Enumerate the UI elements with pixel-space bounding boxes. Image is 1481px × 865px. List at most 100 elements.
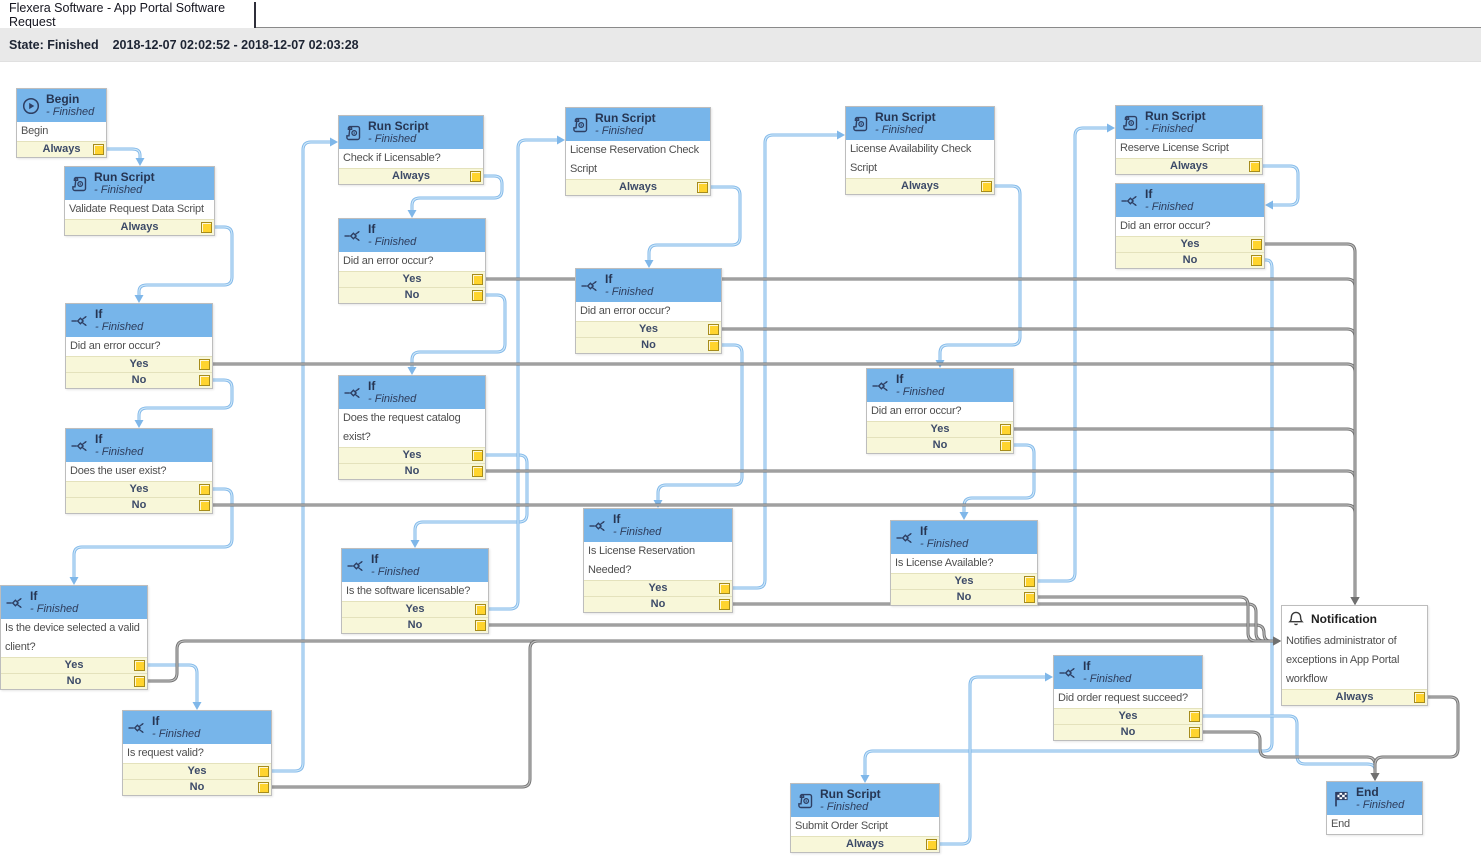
row-no[interactable]: No <box>1116 252 1264 268</box>
output-port[interactable] <box>719 583 730 594</box>
output-port[interactable] <box>472 274 483 285</box>
row-yes[interactable]: Yes <box>1054 708 1202 724</box>
output-port[interactable] <box>719 599 730 610</box>
node-header: If- Finished <box>66 429 212 462</box>
output-port[interactable] <box>708 340 719 351</box>
row-yes[interactable]: Yes <box>66 481 212 497</box>
output-port[interactable] <box>134 676 145 687</box>
arrowhead <box>135 158 145 166</box>
row-yes[interactable]: Yes <box>123 763 271 779</box>
row-no[interactable]: No <box>342 617 488 633</box>
row-no[interactable]: No <box>584 596 732 612</box>
output-port[interactable] <box>475 604 486 615</box>
output-port[interactable] <box>93 144 104 155</box>
node-description: Is request valid? <box>123 744 271 763</box>
output-port[interactable] <box>472 450 483 461</box>
row-always[interactable]: Always <box>1116 158 1262 174</box>
row-no[interactable]: No <box>339 463 485 479</box>
output-port[interactable] <box>926 839 937 850</box>
row-yes[interactable]: Yes <box>1116 236 1264 252</box>
row-yes[interactable]: Yes <box>1 657 147 673</box>
output-port[interactable] <box>258 782 269 793</box>
output-port[interactable] <box>134 660 145 671</box>
node-title-wrap: If- Finished <box>371 553 419 579</box>
output-port[interactable] <box>1189 711 1200 722</box>
output-port[interactable] <box>470 171 481 182</box>
output-port[interactable] <box>1000 424 1011 435</box>
output-port[interactable] <box>472 466 483 477</box>
output-port[interactable] <box>1024 592 1035 603</box>
tab-workflow[interactable]: Flexera Software - App Portal Software R… <box>0 1 256 29</box>
row-label: Yes <box>648 582 668 594</box>
row-yes[interactable]: Yes <box>891 573 1037 589</box>
row-always[interactable]: Always <box>339 168 483 184</box>
row-always[interactable]: Always <box>791 836 939 852</box>
row-yes[interactable]: Yes <box>584 580 732 596</box>
row-no[interactable]: No <box>1 673 147 689</box>
output-port[interactable] <box>199 484 210 495</box>
row-always[interactable]: Always <box>65 219 214 235</box>
row-no[interactable]: No <box>66 497 212 513</box>
output-port[interactable] <box>1024 576 1035 587</box>
output-port[interactable] <box>199 375 210 386</box>
output-port[interactable] <box>1251 239 1262 250</box>
row-no[interactable]: No <box>339 287 485 303</box>
output-port[interactable] <box>1251 255 1262 266</box>
row-yes[interactable]: Yes <box>339 271 485 287</box>
output-port[interactable] <box>472 290 483 301</box>
node-description: Reserve License Script <box>1116 139 1262 158</box>
output-port[interactable] <box>199 359 210 370</box>
output-port[interactable] <box>708 324 719 335</box>
row-no[interactable]: No <box>66 372 212 388</box>
row-label: Yes <box>1118 710 1138 722</box>
row-yes[interactable]: Yes <box>66 356 212 372</box>
output-port[interactable] <box>1414 692 1425 703</box>
row-always[interactable]: Always <box>846 178 994 194</box>
output-port[interactable] <box>1189 727 1200 738</box>
row-always[interactable]: Always <box>566 179 710 195</box>
row-label: No <box>650 598 666 610</box>
row-yes[interactable]: Yes <box>576 321 721 337</box>
output-port[interactable] <box>1249 161 1260 172</box>
output-port[interactable] <box>258 766 269 777</box>
row-no[interactable]: No <box>1054 724 1202 740</box>
row-no[interactable]: No <box>891 589 1037 605</box>
row-yes[interactable]: Yes <box>339 447 485 463</box>
row-always[interactable]: Always <box>1282 689 1427 705</box>
row-no[interactable]: No <box>123 779 271 795</box>
output-port[interactable] <box>201 222 212 233</box>
row-yes[interactable]: Yes <box>867 421 1013 437</box>
row-no[interactable]: No <box>867 437 1013 453</box>
row-label: Always <box>846 838 884 850</box>
output-port[interactable] <box>199 500 210 511</box>
row-no[interactable]: No <box>576 337 721 353</box>
output-port[interactable] <box>697 182 708 193</box>
output-port[interactable] <box>475 620 486 631</box>
row-always[interactable]: Always <box>17 141 106 157</box>
row-yes[interactable]: Yes <box>342 601 488 617</box>
output-port[interactable] <box>1000 440 1011 451</box>
output-port[interactable] <box>981 181 992 192</box>
